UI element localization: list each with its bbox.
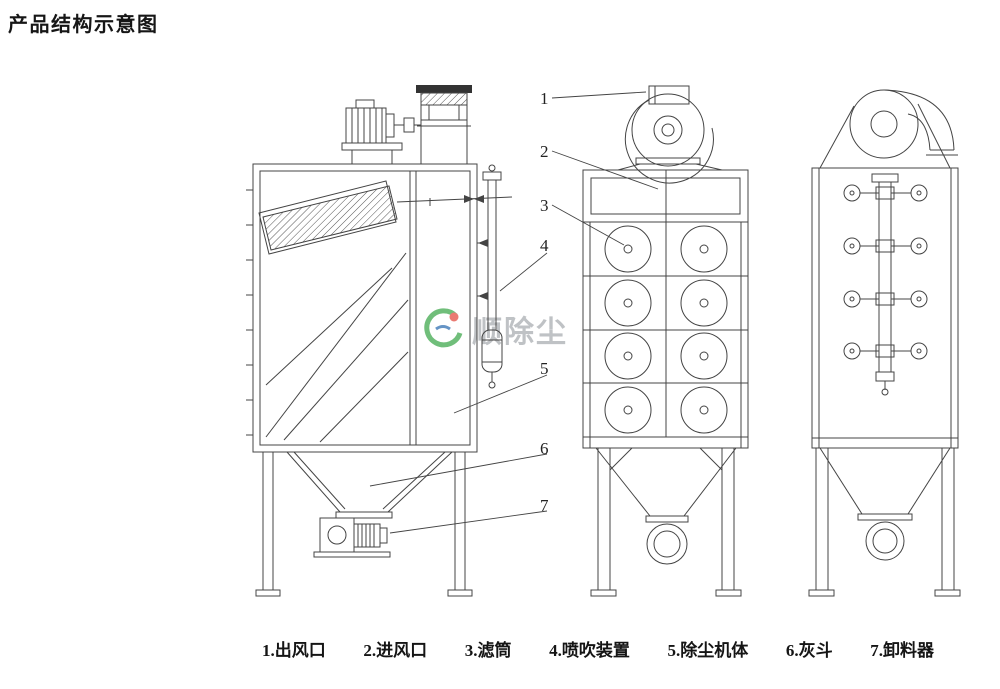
support-legs-back [808,448,961,597]
cartridge-grid [582,221,749,449]
legend-item-hopper: 6.灰斗 [785,641,833,660]
leader-lines [369,91,659,534]
inlet-plenum [582,169,749,223]
legend-item-cartridge: 3.滤筒 [464,641,512,660]
outlet-duct [416,85,472,165]
ash-hopper-front [595,447,737,565]
callout-5: 5 [540,359,549,378]
page-title: 产品结构示意图 [8,14,159,36]
legend-item-body: 5.除尘机体 [667,641,749,660]
callout-4: 4 [540,236,549,255]
callout-6: 6 [540,439,549,458]
legend-item-blowing: 4.喷吹装置 [549,641,630,660]
fan-back [819,89,958,169]
support-legs-side [255,452,473,597]
legend-item-inlet: 2.进风口 [363,641,428,660]
dust-collector-body-back [811,167,959,449]
legend: 1.出风口 2.进风口 3.滤筒 4.喷吹装置 5.除尘机体 6.灰斗 7.卸料… [262,636,934,661]
callout-2: 2 [540,142,549,161]
ash-hopper-back [819,447,951,561]
filter-cartridge-side [258,180,398,255]
fan-blower [617,85,723,184]
legend-item-outlet: 1.出风口 [262,641,326,660]
discharger-side [313,517,391,558]
watermark-logo-icon [424,308,463,348]
front-view [582,85,749,597]
callout-7: 7 [540,496,549,515]
legend-item-discharger: 7.卸料器 [870,641,934,660]
back-view [808,89,961,597]
side-view [246,85,513,597]
fan-motor [341,99,421,165]
ash-hopper-side [286,451,453,519]
support-legs-front [590,447,742,597]
blowing-device [477,164,503,389]
blow-pipe-assembly [843,173,928,396]
callout-1: 1 [540,89,549,108]
callout-3: 3 [540,196,549,215]
